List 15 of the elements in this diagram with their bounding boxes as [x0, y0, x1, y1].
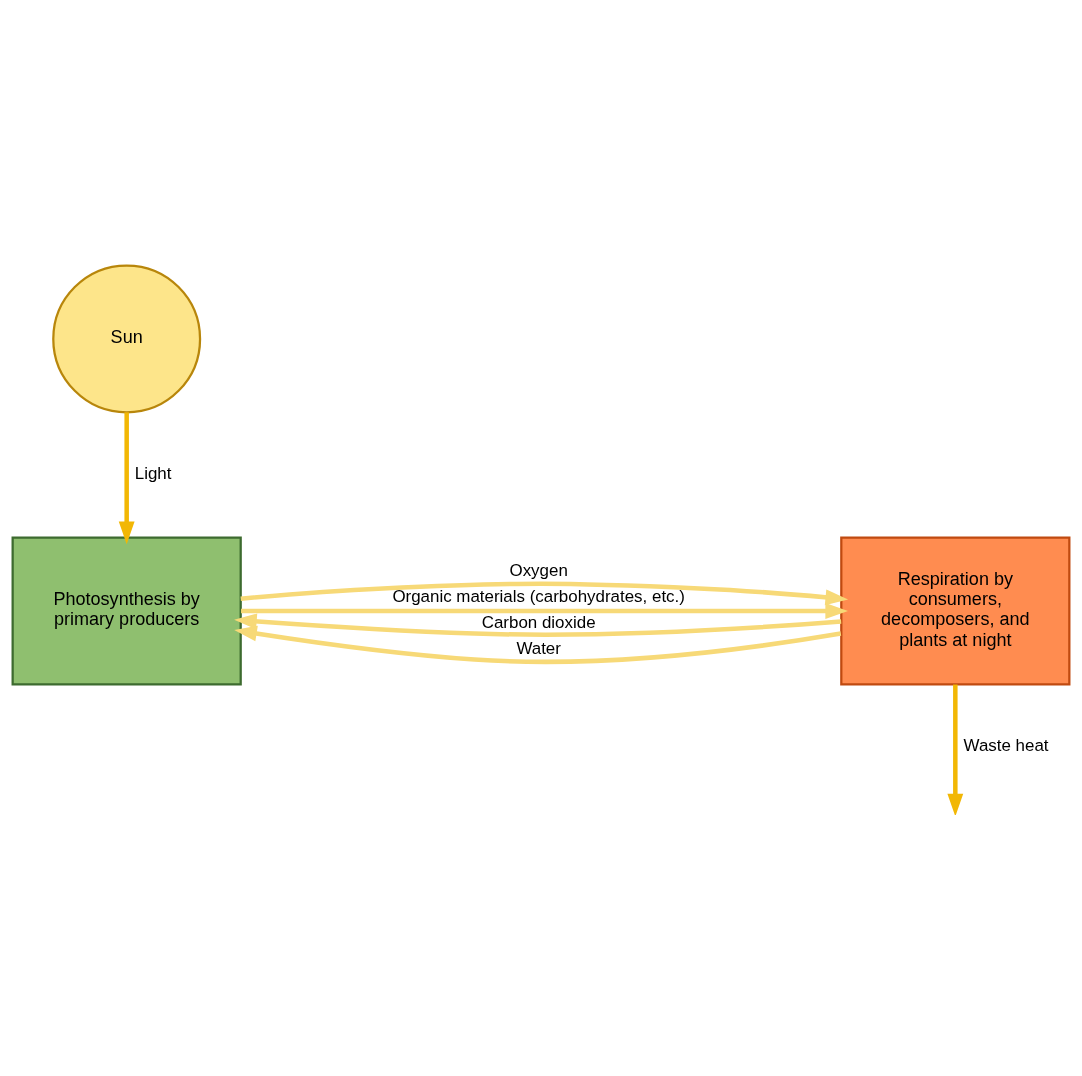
edge-label: Carbon dioxide [481, 612, 596, 632]
arrow [234, 613, 842, 637]
node-circle: Sun [52, 264, 202, 414]
arrow [241, 603, 848, 619]
arrow [240, 581, 849, 606]
arrow [118, 412, 135, 545]
arrow [947, 684, 964, 815]
edge-label: Light [134, 463, 172, 483]
edge-label: Oxygen [509, 560, 568, 580]
edge-label: Waste heat [963, 735, 1049, 755]
node-box: Respiration by consumers, decomposers, and plants at night [840, 536, 1071, 686]
edge-label: Organic materials (carbohydrates, etc.) [392, 586, 685, 606]
arrow [234, 625, 842, 665]
edge-label: Water [516, 638, 561, 658]
node-box: Photosynthesis by primary producers [11, 536, 242, 686]
